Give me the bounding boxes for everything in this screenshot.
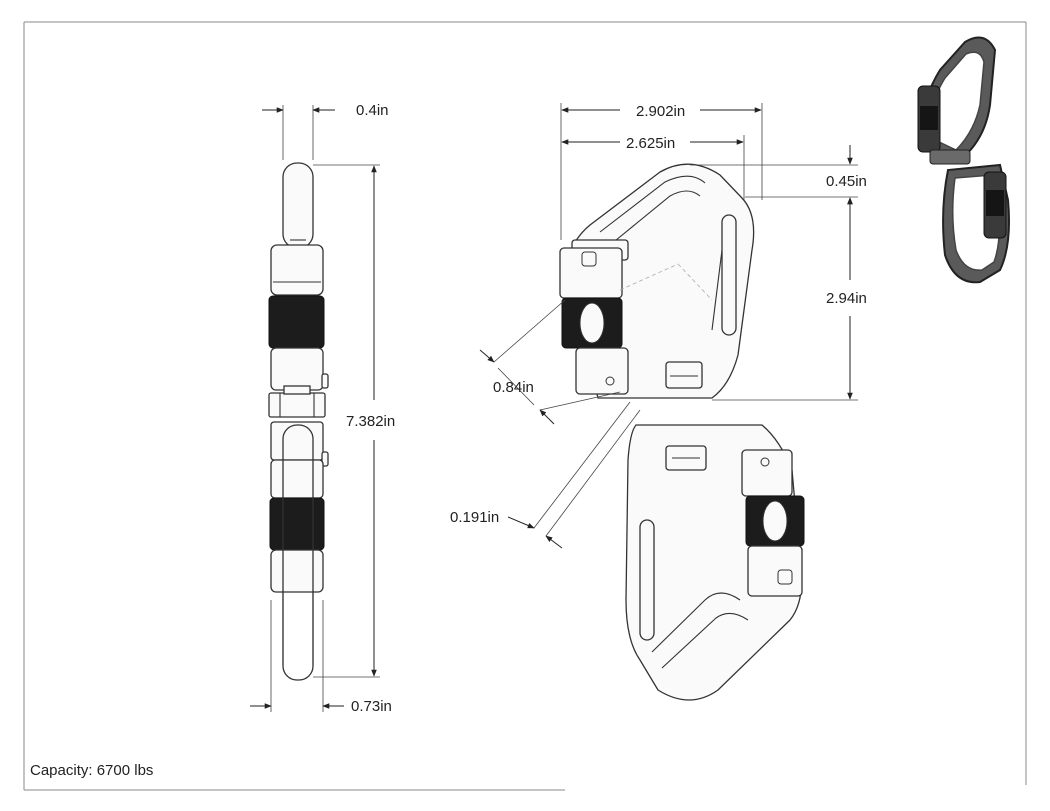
isometric-thumbnail <box>917 36 1010 284</box>
upper-knurl-grip <box>268 295 325 349</box>
label-side-base: 0.73in <box>351 698 392 715</box>
label-top-offset: 0.45in <box>826 173 867 190</box>
dim-side-height: 7.382in <box>313 164 395 678</box>
label-side-width: 0.4in <box>356 102 389 119</box>
label-side-height: 7.382in <box>346 413 395 430</box>
dim-overall-width: 2.902in <box>560 103 763 240</box>
dim-side-width: 0.4in <box>262 102 389 160</box>
dim-top-offset: 0.45in <box>690 145 867 217</box>
label-wire-diameter: 0.191in <box>450 509 499 526</box>
label-gate-height: 2.94in <box>826 290 867 307</box>
dim-gate-height: 2.94in <box>712 197 867 401</box>
dim-body-width: 2.625in <box>561 135 745 200</box>
dim-side-base: 0.73in <box>250 600 392 715</box>
label-gate-opening: 0.84in <box>493 379 534 396</box>
side-view-carabiner <box>268 162 329 681</box>
label-body-width: 2.625in <box>626 135 675 152</box>
label-overall-width: 2.902in <box>636 103 685 120</box>
dim-wire-diameter: 0.191in <box>450 401 641 549</box>
dim-gate-opening: 0.84in <box>479 299 621 425</box>
capacity-label: Capacity: 6700 lbs <box>30 762 153 779</box>
lower-knurl-grip <box>269 497 325 551</box>
front-view-upper-carabiner <box>559 163 755 399</box>
front-view-lower-carabiner <box>625 424 805 701</box>
sheet-border <box>23 21 1027 791</box>
